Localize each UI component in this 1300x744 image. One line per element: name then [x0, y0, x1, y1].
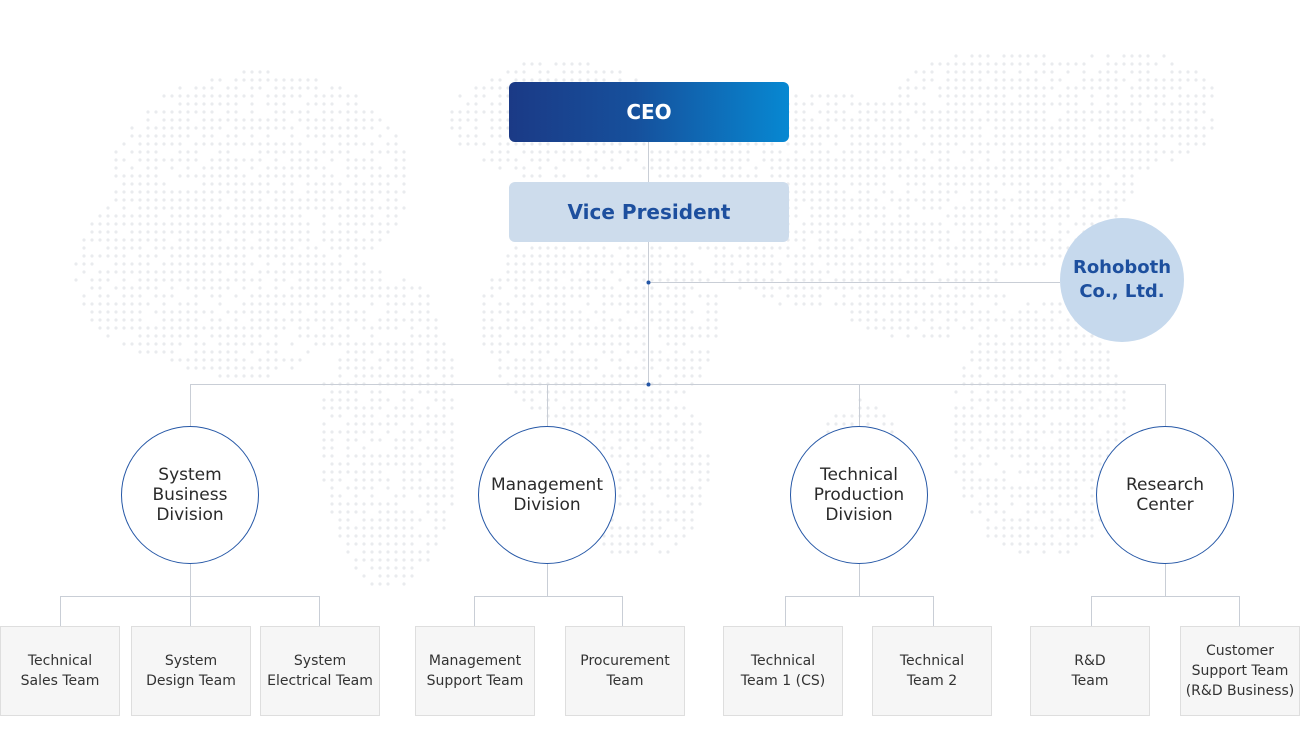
affiliate-label-line: Rohoboth	[1072, 257, 1172, 278]
division-research-center: Research Center	[1096, 426, 1234, 564]
team-label-line: (R&D Business)	[1185, 683, 1295, 699]
team-rnd: R&D Team	[1030, 626, 1150, 716]
team-label-line: Team	[606, 673, 644, 689]
division-label-line: Division	[513, 495, 581, 515]
team-label-line: R&D	[1074, 653, 1106, 669]
division-management: Management Division	[478, 426, 616, 564]
affiliate-label-line: Co., Ltd.	[1079, 281, 1165, 302]
team-label-line: Team 1 (CS)	[740, 673, 826, 689]
team-label-line: Management	[428, 653, 522, 669]
team-label-line: Procurement	[580, 653, 670, 669]
team-system-electrical: System Electrical Team	[260, 626, 380, 716]
team-customer-support: Customer Support Team (R&D Business)	[1180, 626, 1300, 716]
team-label-line: Design Team	[146, 673, 236, 689]
team-label-line: Team	[1071, 673, 1109, 689]
team-technical-2: Technical Team 2	[872, 626, 992, 716]
team-label-line: Customer	[1205, 643, 1274, 659]
junction-dot	[646, 382, 651, 387]
team-label-line: Technical	[750, 653, 816, 669]
team-management-support: Management Support Team	[415, 626, 535, 716]
division-label-line: Center	[1136, 495, 1194, 515]
division-label-line: Technical	[819, 465, 899, 485]
team-label-line: Sales Team	[20, 673, 100, 689]
division-label-line: Management	[491, 475, 603, 495]
team-procurement: Procurement Team	[565, 626, 685, 716]
vice-president-label: Vice President	[567, 200, 731, 224]
team-technical-1: Technical Team 1 (CS)	[723, 626, 843, 716]
division-label-line: Business	[152, 485, 228, 505]
affiliate-circle: Rohoboth Co., Ltd.	[1060, 218, 1184, 342]
team-label-line: System	[293, 653, 347, 669]
team-system-design: System Design Team	[131, 626, 251, 716]
division-label-line: Division	[156, 505, 224, 525]
team-label-line: Technical	[27, 653, 93, 669]
division-label-line: System	[158, 465, 222, 485]
division-label-line: Research	[1126, 475, 1204, 495]
ceo-box: CEO	[509, 82, 789, 142]
junction-dot	[646, 280, 651, 285]
team-label-line: Technical	[899, 653, 965, 669]
ceo-label: CEO	[626, 100, 672, 124]
division-label-line: Division	[825, 505, 893, 525]
team-label-line: Team 2	[906, 673, 958, 689]
division-system-business: System Business Division	[121, 426, 259, 564]
team-technical-sales: Technical Sales Team	[0, 626, 120, 716]
team-label-line: System	[164, 653, 218, 669]
team-label-line: Support Team	[426, 673, 524, 689]
division-label-line: Production	[813, 485, 905, 505]
team-label-line: Support Team	[1191, 663, 1289, 679]
vice-president-box: Vice President	[509, 182, 789, 242]
division-technical-production: Technical Production Division	[790, 426, 928, 564]
team-label-line: Electrical Team	[267, 673, 373, 689]
